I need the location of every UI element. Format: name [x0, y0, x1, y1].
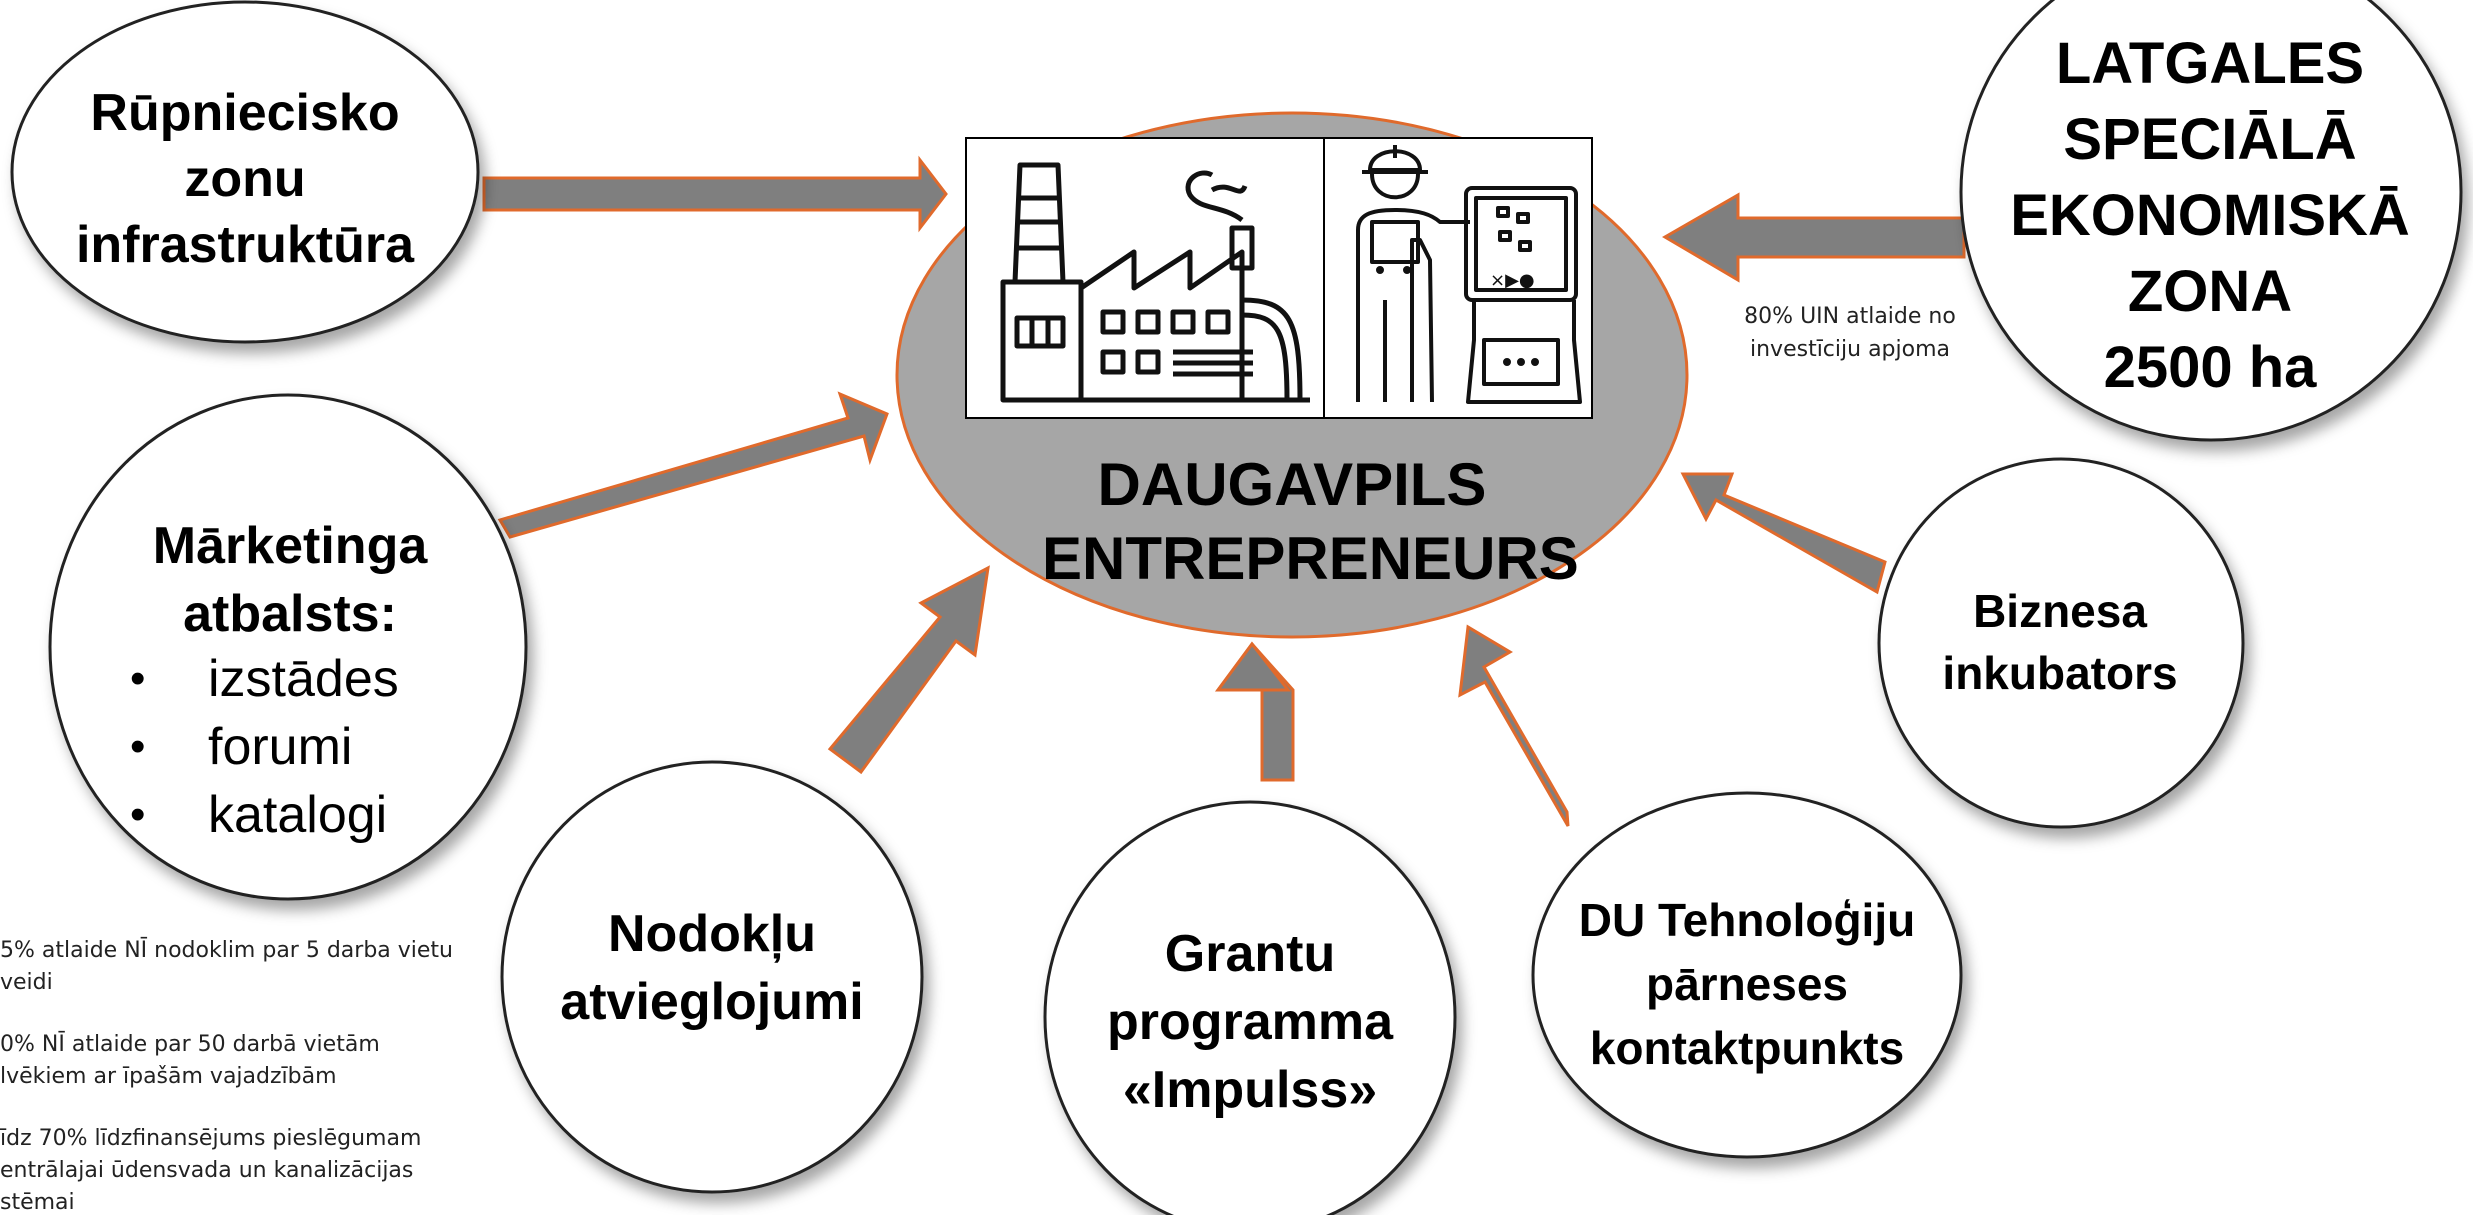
label-tax: Nodokļu atvieglojumi [522, 900, 902, 1036]
infrastructure-line1: Rūpniecisko [90, 84, 400, 142]
arrow-infrastructure [482, 155, 948, 233]
tax-note-line: lvēkiem ar īpašām vajadzībām [0, 1064, 337, 1089]
sez-line2: SPECIĀLĀ [2063, 107, 2357, 172]
incubator-line1: Biznesa [1973, 585, 2147, 637]
marketing-item: katalogi [120, 781, 399, 849]
tax-note-line: entrālajai ūdensvada un kanalizācijas [0, 1158, 414, 1183]
label-du-tech: DU Tehnoloģiju pārneses kontaktpunkts [1547, 888, 1947, 1080]
node-tax [500, 760, 924, 1194]
label-incubator: Biznesa inkubators [1900, 580, 2220, 704]
sez-note-line2: investīciju apjoma [1750, 337, 1950, 362]
node-sez [1959, 0, 2463, 442]
engineer-image-frame [1323, 137, 1593, 419]
du-tech-line3: kontaktpunkts [1589, 1022, 1905, 1074]
node-incubator [1877, 457, 2245, 829]
arrow-grants-head [1215, 641, 1292, 692]
tax-note-line: īdz 70% līdzfinansējums pieslēgumam [0, 1126, 422, 1151]
arrows [482, 155, 1966, 827]
du-tech-line1: DU Tehnoloģiju [1578, 894, 1916, 946]
label-marketing: Mārketinga atbalsts: [80, 512, 500, 648]
arrow-du-tech [1458, 624, 1570, 827]
arrow-sez [1662, 192, 1966, 283]
infrastructure-line3: infrastruktūra [75, 216, 415, 274]
tax-note-line: 0% NĪ atlaide par 50 darbā vietām [0, 1032, 380, 1057]
marketing-title-line1: Mārketinga [152, 517, 428, 575]
sez-line5: 2500 ha [2103, 335, 2317, 400]
tax-line1: Nodokļu [608, 905, 816, 963]
sez-note-line1: 80% UIN atlaide no [1744, 304, 1956, 329]
center-title-line2: ENTREPRENEURS [1042, 525, 1579, 592]
node-grants [1043, 800, 1457, 1215]
incubator-line2: inkubators [1942, 647, 2178, 699]
marketing-list: izstādes forumi katalogi [120, 645, 399, 849]
sez-line3: EKONOMISKĀ [2010, 183, 2410, 248]
tax-note-line: stēmai [0, 1190, 75, 1215]
arrow-marketing [497, 391, 889, 539]
marketing-item: izstādes [120, 645, 399, 713]
infrastructure-line2: zonu [184, 150, 306, 208]
label-sez: LATGALES SPECIĀLĀ EKONOMISKĀ ZONA 2500 h… [1980, 26, 2440, 406]
factory-icon [1000, 162, 1310, 403]
du-tech-line2: pārneses [1645, 958, 1848, 1010]
node-du-tech [1531, 791, 1963, 1159]
engineer-control-panel-icon: ×▶● [1356, 145, 1582, 404]
grants-line2: programma [1106, 993, 1394, 1051]
tax-note-line: 5% atlaide NĪ nodoklim par 5 darba vietu [0, 938, 453, 963]
arrow-incubator [1680, 472, 1887, 595]
sez-note: 80% UIN atlaide no investīciju apjoma [1700, 300, 2000, 366]
tax-line2: atvieglojumi [560, 973, 864, 1031]
tax-notes: 5% atlaide NĪ nodoklim par 5 darba vietu… [0, 935, 520, 1219]
sez-line4: ZONA [2127, 259, 2293, 324]
center-title-line1: DAUGAVPILS [1097, 451, 1487, 518]
arrow-tax [827, 565, 990, 775]
marketing-item: forumi [120, 713, 399, 781]
tax-note-line: veidi [0, 970, 53, 995]
marketing-title-line2: atbalsts: [183, 585, 397, 643]
grants-line1: Grantu [1164, 925, 1336, 983]
sez-line1: LATGALES [2055, 31, 2365, 96]
center-title: DAUGAVPILS ENTREPRENEURS [1042, 448, 1579, 596]
grants-line3: «Impulss» [1122, 1061, 1378, 1119]
label-grants: Grantu programma «Impulss» [1060, 920, 1440, 1124]
node-infrastructure [10, 0, 480, 344]
label-infrastructure: Rūpniecisko zonu infrastruktūra [30, 80, 460, 278]
svg-text:×▶●: ×▶● [1490, 270, 1535, 291]
